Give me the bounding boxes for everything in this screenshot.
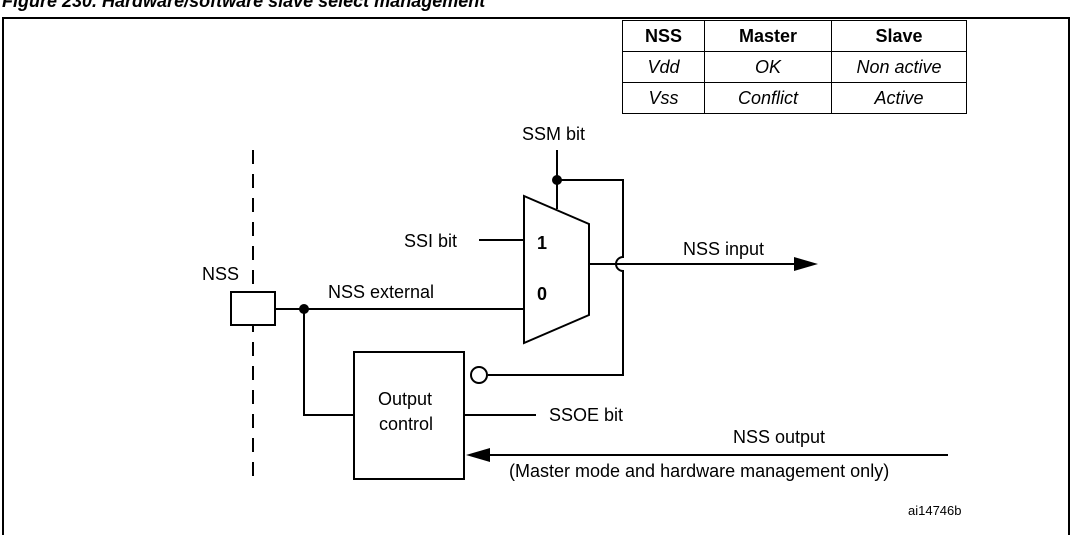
inversion-bubble — [470, 366, 488, 384]
output-control-feed-wire — [303, 309, 354, 416]
table-cell: Active — [831, 82, 967, 114]
nss-output-arrowhead — [466, 448, 490, 462]
figure-frame — [2, 17, 1070, 535]
nss-external-label: NSS external — [328, 282, 434, 302]
nss-output-note: (Master mode and hardware management onl… — [509, 461, 889, 481]
nss-pin-label: NSS — [202, 264, 239, 284]
nss-input-label: NSS input — [683, 239, 764, 259]
table-row: Vss Conflict Active — [622, 82, 967, 114]
table-header-cell: Master — [704, 20, 832, 52]
ssoe-bit-label: SSOE bit — [549, 405, 623, 425]
ssi-bit-label: SSI bit — [404, 231, 457, 251]
nss-input-arrowhead — [794, 257, 818, 271]
table-header-row: NSS Master Slave — [622, 20, 967, 52]
mux-input-0-label: 0 — [537, 284, 547, 304]
nss-pin-box — [230, 291, 276, 326]
table-header-cell: Slave — [831, 20, 967, 52]
output-control-label-line2: control — [379, 414, 433, 434]
output-control-label-line1: Output — [378, 389, 432, 409]
table-cell: Non active — [831, 51, 967, 83]
nss-output-label: NSS output — [733, 427, 825, 447]
nss-truth-table: NSS Master Slave Vdd OK Non active Vss C… — [622, 20, 967, 114]
figure-title: Figure 230. Hardware/software slave sele… — [2, 0, 486, 11]
figure-reference-id: ai14746b — [908, 503, 962, 518]
multiplexer — [523, 194, 590, 345]
table-cell: Conflict — [704, 82, 832, 114]
ssm-bit-label: SSM bit — [522, 124, 585, 144]
table-row: Vdd OK Non active — [622, 51, 967, 83]
mux-input-1-label: 1 — [537, 233, 547, 253]
output-control-block — [353, 351, 465, 480]
